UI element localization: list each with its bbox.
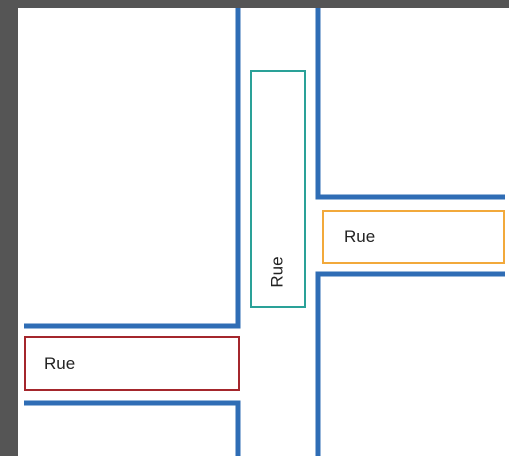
- left-street-label: Rue: [44, 353, 76, 373]
- street-edge-left: [24, 8, 241, 329]
- vertical-street-label: Rue: [268, 256, 287, 288]
- left-street-label-box: Rue: [24, 336, 240, 391]
- street-edge-right-bottom: [315, 271, 505, 456]
- street-edge-right-top: [315, 8, 505, 200]
- vertical-street-label-box: Rue: [250, 70, 306, 308]
- right-street-label: Rue: [344, 227, 376, 246]
- street-edge-left-bottom: [24, 400, 241, 456]
- right-street-label-box: Rue: [322, 210, 505, 264]
